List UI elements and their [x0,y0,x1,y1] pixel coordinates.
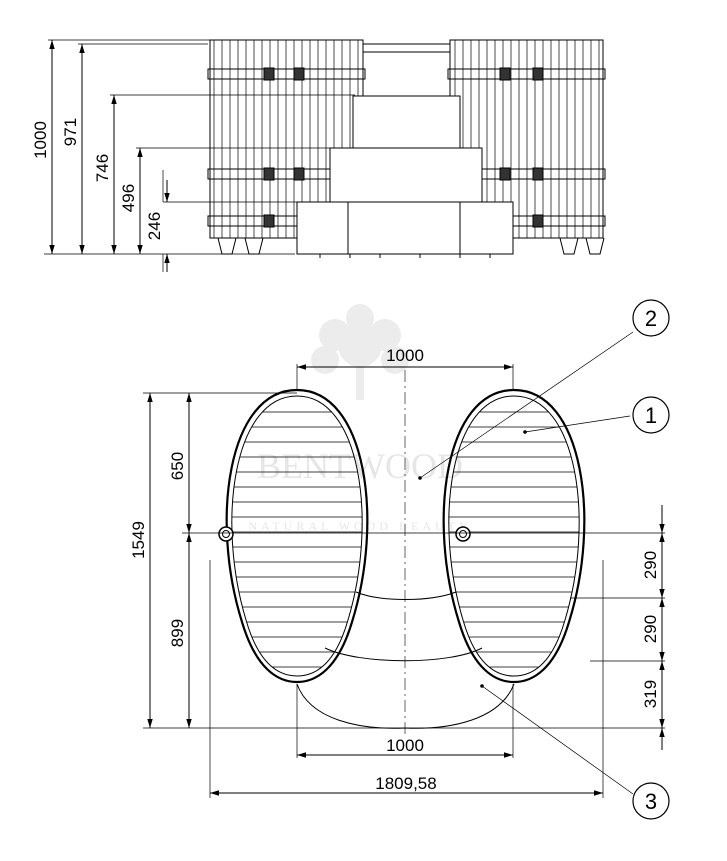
dim-upper-depth: 650 [168,452,187,480]
right-tub [442,388,586,684]
dim-step-1: 246 [145,212,164,240]
dim-lower-depth: 899 [168,619,187,647]
dim-right-segment-1: 290 [641,551,660,579]
callout-leaders [419,331,634,795]
callout-1: 1 [632,396,670,434]
dim-step-3: 746 [93,154,112,182]
watermark-tagline: NATURAL WOOD BEAUTY [248,519,471,533]
dim-total-depth: 1549 [129,521,148,559]
dim-height-total: 1000 [31,121,50,159]
plan-extension-lines [143,364,665,798]
dim-bottom-width: 1000 [386,736,424,755]
drain-fitting-icon [455,526,471,542]
side-view: 1000 971 746 496 246 [31,39,606,272]
right-barrel [447,39,606,255]
watermark-brand: BENTWOOD [257,446,463,486]
side-dimension-lines [44,39,355,272]
dim-right-segment-3: 319 [641,680,660,708]
svg-text:3: 3 [645,789,657,814]
watermark: BENTWOOD NATURAL WOOD BEAUTY [248,304,471,533]
plan-steps [296,591,515,729]
dim-overall-width: 1809,58 [375,774,436,793]
drain-fitting-icon [218,526,234,542]
dim-right-segment-2: 290 [641,615,660,643]
leader-dots [418,430,527,688]
dim-step-2: 496 [119,184,138,212]
left-tub [218,388,369,684]
dim-height-rim: 971 [61,118,80,146]
side-dimension-arrows [49,40,170,272]
band-clamp-icon [263,67,544,228]
svg-text:2: 2 [645,306,657,331]
central-steps [296,43,514,258]
dim-top-width: 1000 [386,346,424,365]
callout-2: 2 [632,299,670,337]
callout-3: 3 [632,782,670,820]
tree-logo-icon [311,304,409,400]
svg-text:1: 1 [645,403,657,428]
plan-view: 1000 1549 650 899 290 290 319 1000 1809,… [129,299,670,820]
plan-dimension-arrows [147,364,665,796]
